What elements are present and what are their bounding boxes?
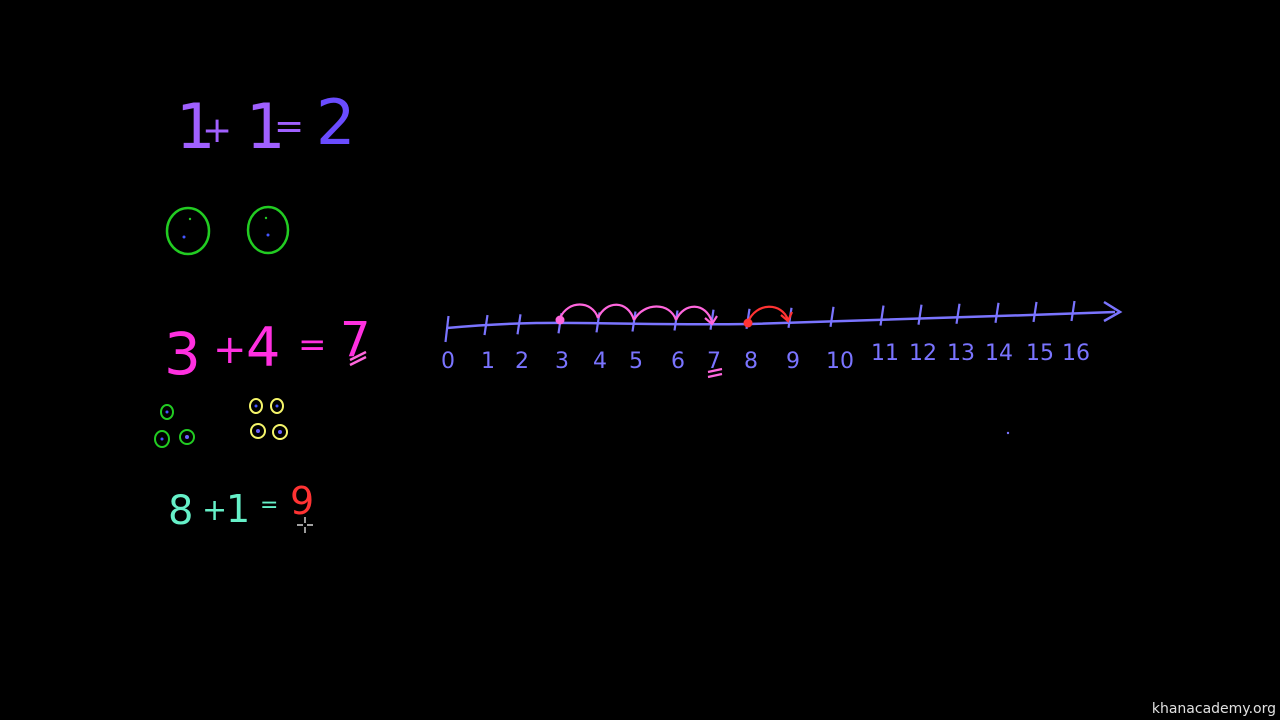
tick-label-7: 7 (707, 349, 721, 374)
hop-start-dot (555, 315, 565, 325)
eq3-plus-sign: + (202, 493, 227, 528)
tick-label-3: 3 (555, 349, 569, 374)
green-object-1-dot (182, 235, 186, 239)
yellow-counter-2 (270, 398, 284, 414)
green-counter-3 (179, 429, 195, 445)
tick-15 (1032, 301, 1038, 323)
tick-label-11: 11 (871, 341, 899, 366)
green-object-2 (246, 205, 290, 255)
red-hop-arc (746, 305, 790, 323)
eq1-equals-sign: = (274, 106, 304, 147)
green-counter-2 (154, 430, 170, 448)
tick-label-12: 12 (909, 341, 937, 366)
number-line-ticks (444, 300, 1076, 343)
tick-label-2: 2 (515, 349, 529, 374)
eq2-operand-b: 4 (246, 316, 280, 379)
eq2-result: 7 (340, 312, 371, 368)
hop-arrowhead-icon (704, 315, 718, 326)
tick-label-16: 16 (1062, 341, 1090, 366)
hop-arc-2 (596, 303, 636, 321)
tick-label-15: 15 (1026, 341, 1054, 366)
eq1-operand-b: 1 (246, 90, 285, 163)
eq2-result-underline (349, 350, 367, 367)
tick-label-14: 14 (985, 341, 1013, 366)
tick-label-1: 1 (481, 349, 495, 374)
two-green-objects (165, 205, 290, 256)
eq3-result: 9 (290, 479, 314, 523)
number-line-arrow-icon (1103, 300, 1123, 323)
hop-arc-1 (558, 303, 600, 319)
counting-objects (154, 398, 288, 448)
green-counter-3-dot (185, 435, 189, 439)
pink-hops-3-to-7 (555, 303, 723, 379)
tick-label-0: 0 (441, 349, 455, 374)
number-line-axis (446, 310, 1116, 330)
equation-3-plus-4: 3 + 4 = 7 (164, 312, 371, 388)
hop-arc-3 (633, 305, 678, 321)
green-object-1 (165, 206, 211, 256)
eq1-result: 2 (316, 86, 355, 159)
tick-label-10: 10 (826, 349, 854, 374)
tick-label-9: 9 (786, 349, 800, 374)
tick-label-8: 8 (744, 349, 758, 374)
yellow-counter-3-dot (256, 429, 260, 433)
eq3-operand-b: 1 (226, 487, 250, 531)
yellow-counter-3 (250, 423, 266, 439)
eq1-operand-a: 1 (176, 90, 215, 163)
equation-8-plus-1: 8 + 1 = 9 (168, 479, 314, 534)
green-object-1-mark (188, 217, 192, 221)
tick-13 (955, 303, 961, 324)
stray-dot (1006, 431, 1010, 435)
tick-label-5: 5 (629, 349, 643, 374)
yellow-counter-2-dot (275, 404, 279, 408)
watermark: khanacademy.org (1151, 701, 1276, 717)
green-counter-1-dot (165, 410, 169, 414)
tick-6 (673, 310, 679, 331)
eq2-plus-sign: + (213, 327, 247, 373)
tick-2 (516, 314, 522, 335)
tick-12 (917, 304, 923, 325)
crosshair-cursor-icon (297, 517, 313, 533)
tick-label-4: 4 (593, 349, 607, 374)
eq3-equals-sign: = (260, 493, 278, 518)
yellow-counter-4-dot (278, 430, 282, 434)
tick-1 (483, 314, 489, 336)
tick-label-13: 13 (947, 341, 975, 366)
tick-label-6: 6 (671, 349, 685, 374)
red-hop-8-to-9 (743, 305, 794, 328)
tick-5 (631, 311, 637, 332)
eq2-operand-a: 3 (164, 320, 201, 388)
green-counter-1 (160, 404, 174, 420)
eq3-operand-a: 8 (168, 488, 193, 534)
yellow-counter-1-dot (254, 404, 258, 408)
tick-16 (1070, 300, 1076, 322)
eq2-equals-sign: = (298, 325, 327, 365)
tick-0 (444, 315, 450, 343)
equation-1-plus-1: 1 + 1 = 2 (176, 86, 355, 163)
green-counter-2-dot (160, 437, 164, 441)
red-hop-arrowhead-icon (780, 311, 794, 323)
red-hop-start-dot (743, 318, 753, 328)
green-object-2-mark (264, 216, 268, 220)
label-7-underline (707, 367, 723, 379)
tick-11 (879, 305, 885, 326)
eq1-plus-sign: + (202, 110, 232, 151)
tick-10 (829, 306, 835, 327)
hop-arc-4 (674, 305, 714, 323)
green-object-2-dot (266, 233, 270, 237)
tick-14 (994, 302, 1000, 323)
yellow-counter-4 (272, 424, 288, 440)
yellow-counter-1 (249, 398, 263, 414)
